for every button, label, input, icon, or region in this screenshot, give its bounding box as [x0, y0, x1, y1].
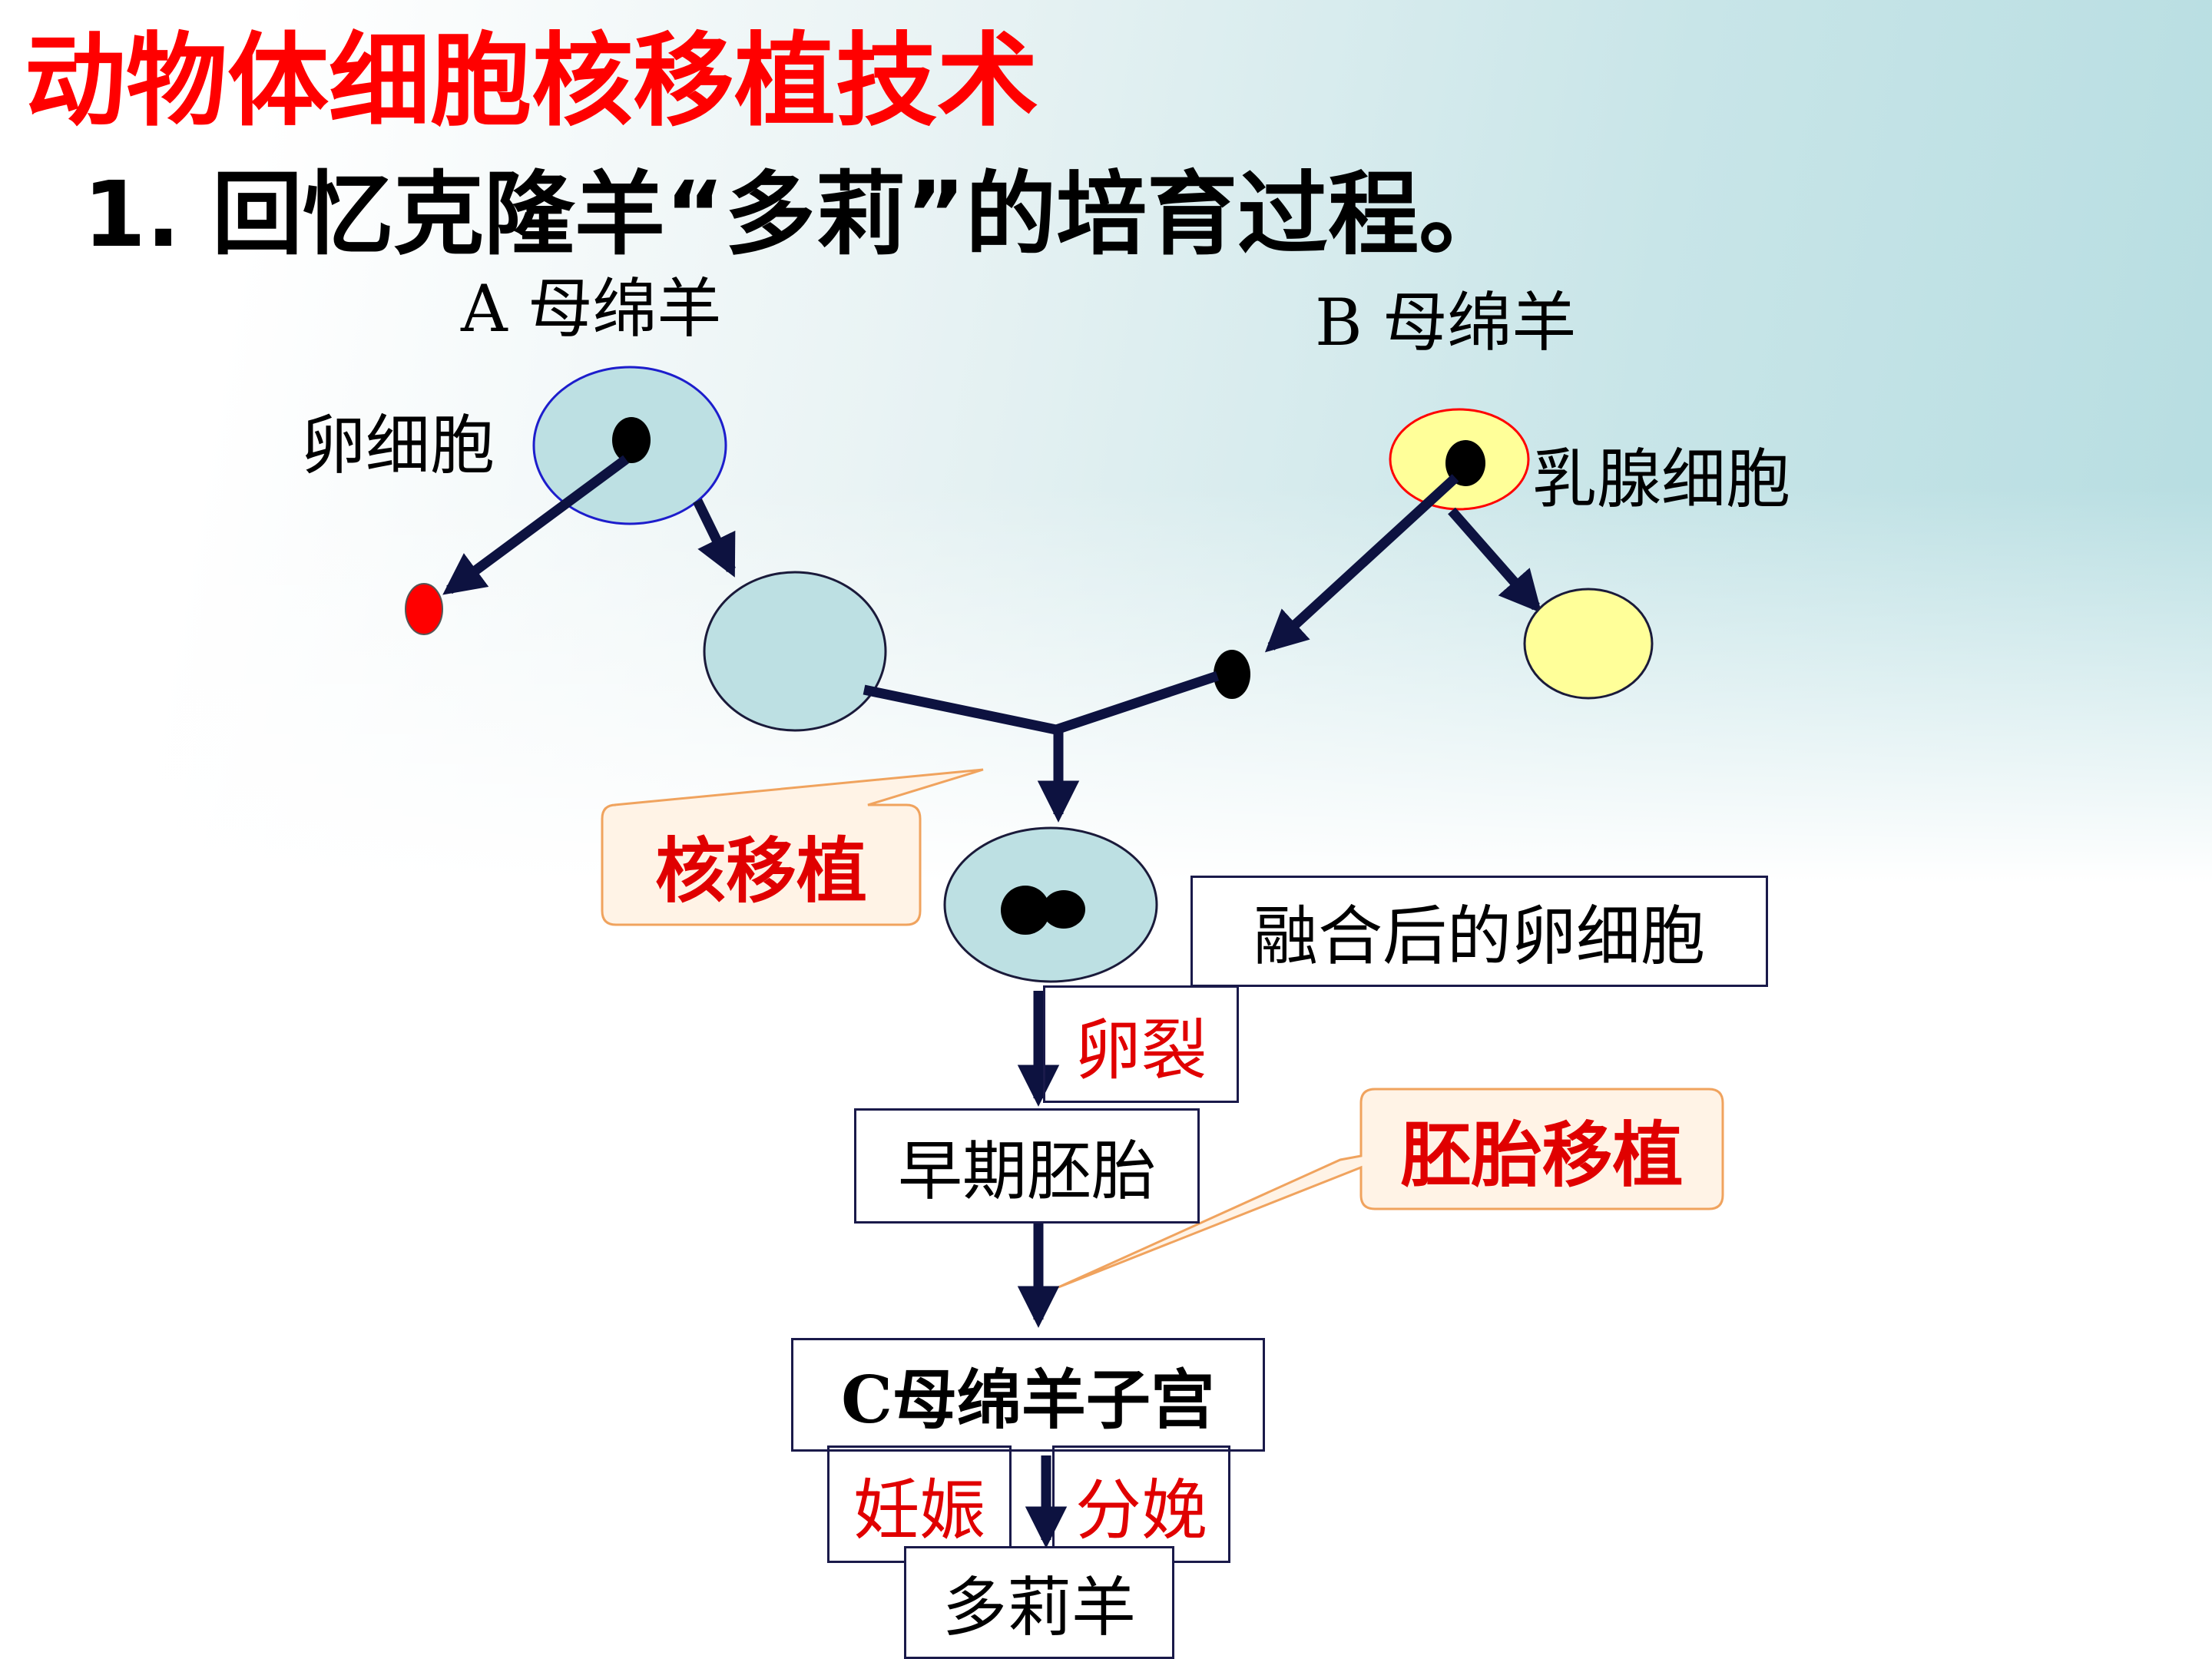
- page-title: 动物体细胞核移植技术: [25, 22, 1038, 141]
- egg-cell-a-nucleus: [612, 417, 651, 463]
- dolly-box: 多莉羊: [904, 1546, 1174, 1659]
- donor-nucleus: [1214, 650, 1250, 699]
- arrow-enucleated-egg: [693, 498, 736, 578]
- arrow-mammary-remainder: [1448, 507, 1542, 614]
- fused-egg-box: 融合后的卵细胞: [1190, 876, 1768, 987]
- cleavage-box: 卵裂: [1043, 985, 1239, 1103]
- nuclear-transfer-callout: 核移植: [654, 830, 867, 912]
- removed-nucleus: [405, 583, 443, 635]
- fused-nucleus-1: [1001, 886, 1050, 935]
- sheep-a-label: A 母绵羊: [461, 271, 722, 346]
- arrow-extract-nucleus: [1264, 474, 1459, 653]
- sheep-b-label: B 母绵羊: [1315, 285, 1577, 360]
- gradient-background: [0, 0, 2212, 883]
- uterus-box: C母绵羊子宫: [791, 1338, 1265, 1452]
- arrow-remove-nucleus: [442, 455, 629, 595]
- egg-cell-label: 卵细胞: [301, 408, 495, 483]
- mammary-cell-label: 乳腺细胞: [1532, 442, 1791, 517]
- merge-lines: [863, 671, 1220, 735]
- pregnancy-box: 妊娠: [827, 1445, 1012, 1563]
- page-subtitle: 1. 回忆克隆羊“多莉”的培育过程。: [83, 161, 1510, 267]
- mammary-cell-remainder: [1523, 588, 1654, 700]
- enucleated-egg: [703, 571, 887, 732]
- embryo-transfer-callout: 胚胎移植: [1400, 1114, 1684, 1197]
- embryo-transfer-callout-shape: [1058, 1088, 1724, 1289]
- early-embryo-box: 早期胚胎: [854, 1108, 1200, 1224]
- fused-nucleus-2: [1042, 890, 1085, 929]
- nuclear-transfer-callout-shape: [601, 768, 984, 926]
- mammary-cell-nucleus: [1445, 440, 1485, 486]
